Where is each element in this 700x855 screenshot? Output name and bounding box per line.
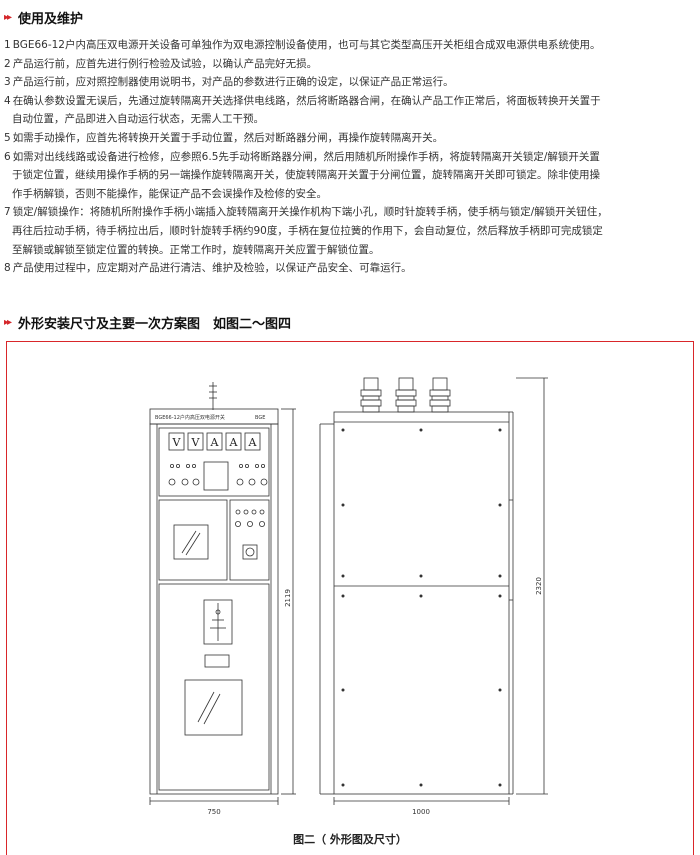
front-height-dimension: 2119 [284,589,292,607]
drawing-frame [6,341,694,855]
front-width-dimension: 750 [207,808,220,816]
meter-label: A [248,436,258,449]
usage-item-text: 产品运行前，应首先进行例行检验及试验，以确认产品完好无损。 [12,57,318,70]
bushings [360,377,451,413]
instrument-panel [158,427,270,497]
usage-item-number: 6 [4,150,11,163]
nameplate-text: BGE66-12户内高压双电源开关 [155,414,225,421]
section-title-usage: 使用及维护 [18,12,84,27]
usage-item-text: 在确认参数设置无误后，先通过旋转隔离开关选择供电线路，然后将断路器合闸，在确认产… [12,94,601,107]
nameplate-right-text: BGE [255,415,265,421]
side-height-dimension: 2320 [535,577,543,595]
usage-item-continuation: 再往后拉动手柄，待手柄拉出后，顺时针旋转手柄约90度，手柄在复位拉簧的作用下，会… [12,224,603,237]
meter-label: V [172,436,182,449]
lower-label-plate [204,654,230,668]
usage-item-text: 如需手动操作，应首先将转换开关置于手动位置，然后对断路器分闸，再操作旋转隔离开关… [12,131,444,144]
usage-item-number: 8 [4,262,11,275]
usage-item-number: 2 [4,57,11,70]
side-bolts [341,428,502,787]
section-heading-dimensions: ▸▸ 外形安装尺寸及主要一次方案图 如图二～图四 [4,313,291,332]
side-cabinet-outline [333,411,510,795]
section-heading-usage: ▸▸ 使用及维护 [4,8,83,27]
lower-door [158,583,270,791]
usage-item-number: 4 [4,94,11,107]
meter-box [225,432,242,451]
usage-item-continuation: 于锁定位置，继续用操作手柄的另一端操作旋转隔离开关，使旋转隔离开关置于分闸位置，… [12,169,600,182]
usage-item-number: 7 [4,206,11,219]
meter-label: A [229,436,239,449]
meter-box [244,432,261,451]
middle-left-door [158,499,228,581]
mimic-diagram [203,599,233,645]
double-arrow-icon: ▸▸ [4,317,12,328]
usage-item-continuation: 至解锁或解锁至锁定位置的转换。正常工作时，旋转隔离开关应置于解锁位置。 [12,243,380,256]
usage-item-continuation: 作手柄解锁，否则不能操作，能保证产品不会误操作及检修的安全。 [12,187,327,200]
usage-item-text: 产品运行前，应对照控制器使用说明书，对产品的参数进行正确的设定，以保证产品正常运… [12,76,454,89]
controller-window [203,461,229,491]
usage-item-number: 3 [4,76,11,89]
usage-item-text: 产品使用过程中，应定期对产品进行清洁、维护及检验，以保证产品安全、可靠运行。 [12,262,412,275]
figure-caption: 图二（ 外形图及尺寸） [293,833,407,846]
meter-label: A [210,436,220,449]
double-arrow-icon: ▸▸ [4,12,12,23]
indicator-lights [168,463,268,486]
meter-box [187,432,204,451]
usage-item-number: 1 [4,39,11,51]
usage-item-text: BGE66-12户内高压双电源开关设备可单独作为双电源控制设备使用，也可与其它类… [12,39,601,51]
lower-inspection-window [184,679,243,736]
front-cabinet-outline [149,423,279,795]
middle-right-panel [229,499,270,581]
usage-item-continuation: 自动位置，产品即进入自动运行状态，无需人工干预。 [12,113,264,126]
meter-box [206,432,223,451]
side-width-dimension: 1000 [412,808,430,816]
usage-item-number: 5 [4,131,11,144]
meter-box [168,432,185,451]
usage-item-text: 如需对出线线路或设备进行检修，应参照6.5先手动将断路器分闸，然后用随机所附操作… [12,150,600,163]
usage-item-text: 锁定/解锁操作：将随机所附操作手柄小端插入旋转隔离开关操作机构下端小孔，顺时针旋… [12,206,608,219]
section-title-dimensions: 外形安装尺寸及主要一次方案图 如图二～图四 [18,317,292,332]
meter-label: V [191,436,201,449]
